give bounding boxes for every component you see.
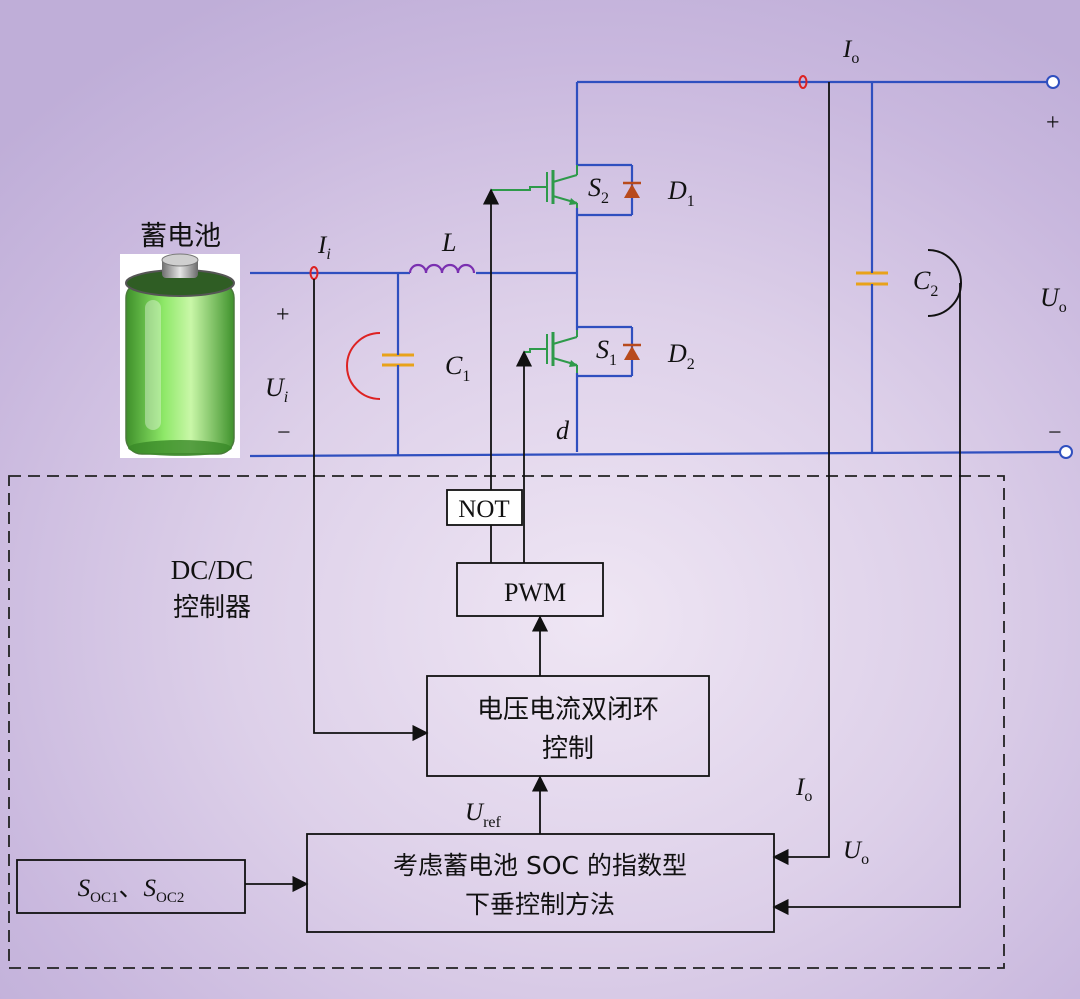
diode-d1-icon xyxy=(623,181,641,198)
battery-bottom xyxy=(128,440,232,456)
label-io-bottom: Io xyxy=(795,774,812,805)
battery-body xyxy=(125,281,235,455)
dual-loop-label-line1: 电压电流双闭环 xyxy=(477,695,659,725)
label-ii: Ii xyxy=(317,232,331,263)
not-block-label: NOT xyxy=(458,496,509,523)
soc-block-label: SOC1、SOC2 xyxy=(78,873,185,906)
polarity-plus-left: + xyxy=(276,302,290,328)
polarity-plus-right: + xyxy=(1046,110,1060,136)
label-c2: C2 xyxy=(913,266,938,300)
label-uo-right: Uo xyxy=(1040,283,1067,316)
current-sensor-output xyxy=(798,75,808,89)
label-uref: Uref xyxy=(465,799,501,831)
output-terminal-positive xyxy=(1046,75,1060,89)
battery-shine xyxy=(145,300,161,430)
signal-lines xyxy=(245,82,961,916)
not-block xyxy=(446,489,523,526)
label-d: d xyxy=(556,416,570,445)
inductor-icon xyxy=(408,263,476,274)
igbt-s1-icon xyxy=(524,330,578,373)
label-io-top: Io xyxy=(842,36,859,67)
output-terminal-negative xyxy=(1059,445,1073,459)
capacitor-c2-icon xyxy=(856,249,962,317)
droop-label-line2: 下垂控制方法 xyxy=(465,890,615,919)
battery-terminal-top xyxy=(161,253,199,267)
label-uo-bottom: Uo xyxy=(843,837,869,868)
dcdc-controller-boundary xyxy=(8,475,1005,969)
soc-input-block xyxy=(16,859,246,914)
label-l: L xyxy=(441,228,456,257)
power-wires xyxy=(249,80,1063,458)
label-s1: S1 xyxy=(596,335,617,369)
dual-loop-label-line2: 控制 xyxy=(542,734,594,764)
label-d2: D2 xyxy=(667,339,695,373)
droop-label-line1: 考虑蓄电池 SOC 的指数型 xyxy=(393,851,687,880)
pwm-block-label: PWM xyxy=(504,578,566,607)
dcdc-controller-label-line2: 控制器 xyxy=(173,593,251,623)
label-d1: D1 xyxy=(667,176,695,210)
battery-title: 蓄电池 xyxy=(140,221,221,252)
polarity-minus-right: − xyxy=(1048,420,1062,446)
polarity-minus-left: − xyxy=(277,420,291,446)
igbt-s2-icon xyxy=(491,165,578,208)
pwm-block xyxy=(456,562,604,617)
capacitor-c1-icon xyxy=(346,332,414,400)
dcdc-controller-label-line1: DC/DC xyxy=(171,555,254,585)
label-s2: S2 xyxy=(588,173,609,207)
diode-d2-icon xyxy=(623,343,641,360)
label-ui: Ui xyxy=(265,373,288,406)
label-c1: C1 xyxy=(445,351,470,385)
battery xyxy=(120,253,240,458)
